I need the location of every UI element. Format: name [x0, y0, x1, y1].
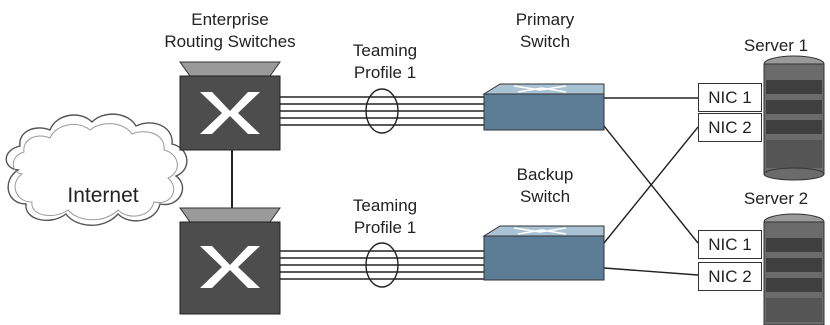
teaming-ellipse-top: [365, 88, 399, 134]
server-1-label: Server 1: [743, 36, 809, 55]
teaming-bundle-top: [280, 96, 484, 126]
switch-nic-links: [603, 97, 699, 276]
enterprise-label-line1: Enterprise: [191, 10, 269, 29]
server-1-nic-2: NIC 2: [698, 113, 762, 142]
backup-switch-label-line1: Backup: [516, 165, 574, 184]
teaming-top-label-line2: Profile 1: [353, 63, 417, 82]
server-2-nic-1: NIC 1: [698, 230, 762, 259]
teaming-top-label-line1: Teaming: [352, 41, 418, 60]
teaming-ellipse-bottom: [365, 242, 399, 288]
internet-label: Internet: [67, 184, 139, 207]
primary-switch-label-line2: Switch: [519, 32, 571, 51]
enterprise-label-line2: Routing Switches: [164, 32, 296, 51]
primary-switch: [482, 83, 605, 131]
server-2-label: Server 2: [743, 189, 809, 208]
teaming-bottom-label-line2: Profile 1: [353, 218, 417, 237]
backup-switch: [482, 225, 605, 281]
teaming-bundle-bottom: [280, 250, 484, 280]
router-bottom: [179, 207, 281, 315]
primary-switch-label-line1: Primary: [515, 10, 575, 29]
server-2: [763, 213, 825, 325]
server-1-nic-1: NIC 1: [698, 83, 762, 112]
internet-cloud: [5, 113, 188, 226]
backup-switch-label-line2: Switch: [519, 187, 571, 206]
server-2-nic-2: NIC 2: [698, 262, 762, 291]
router-top: [179, 61, 281, 151]
server-1: [763, 55, 825, 181]
teaming-bottom-label-line1: Teaming: [352, 196, 418, 215]
